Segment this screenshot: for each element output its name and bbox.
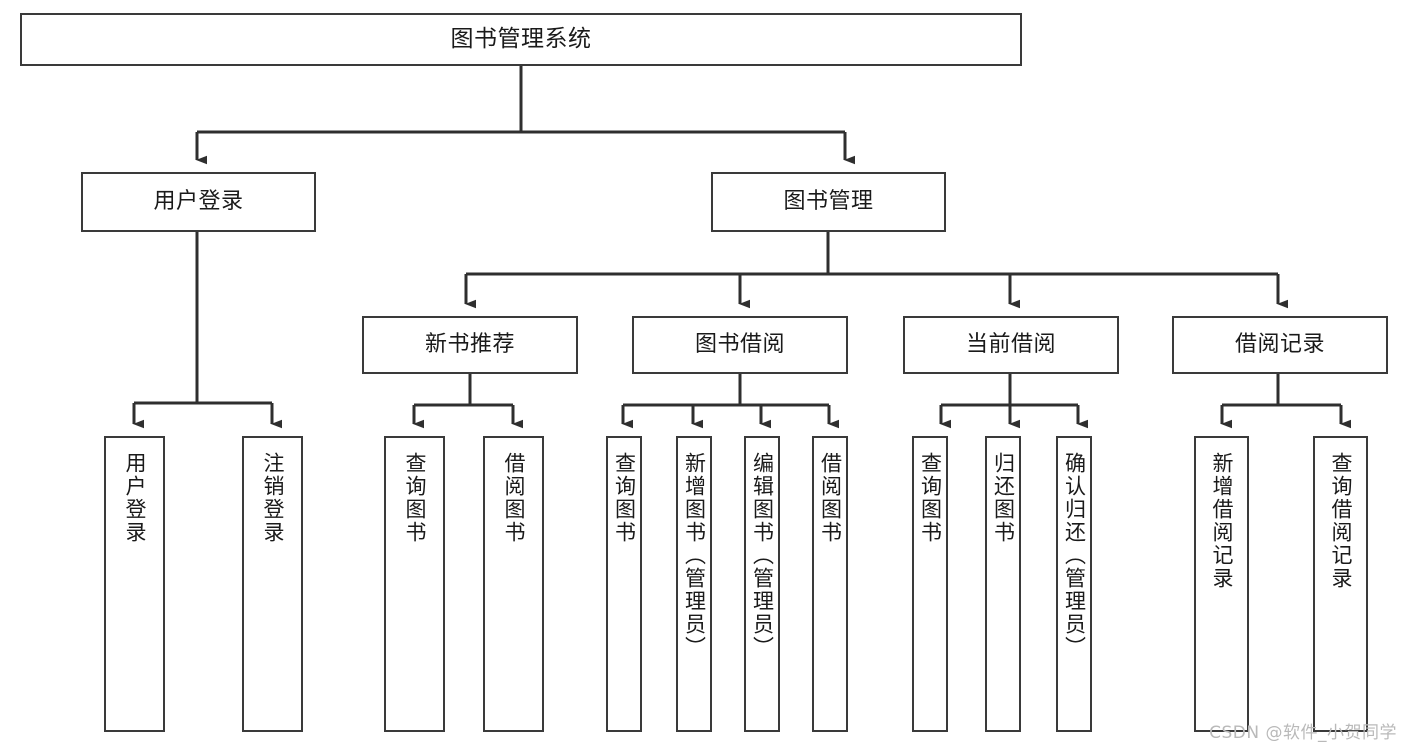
leaf-query-book-2[interactable]: 查询图书	[606, 436, 642, 732]
leaf-query-book-1[interactable]: 查询图书	[384, 436, 445, 732]
node-book-manage-label: 图书管理	[783, 189, 874, 215]
node-current-borrow-label: 当前借阅	[965, 332, 1056, 358]
leaf-query-book-3[interactable]: 查询图书	[912, 436, 948, 732]
leaf-return-book-label: 归还图书	[991, 452, 1016, 544]
node-borrow-record-label: 借阅记录	[1234, 332, 1325, 358]
leaf-add-book-label: 新增图书（管理员）	[682, 452, 707, 659]
leaf-query-record-label: 查询借阅记录	[1329, 452, 1353, 590]
leaf-return-book[interactable]: 归还图书	[985, 436, 1021, 732]
leaf-user-login[interactable]: 用户登录	[104, 436, 165, 732]
node-user-login[interactable]: 用户登录	[81, 172, 316, 232]
leaf-borrow-book-1[interactable]: 借阅图书	[483, 436, 544, 732]
leaf-logout[interactable]: 注销登录	[242, 436, 303, 732]
leaf-query-book-2-label: 查询图书	[612, 452, 637, 544]
node-current-borrow[interactable]: 当前借阅	[903, 316, 1119, 374]
leaf-confirm-return-label: 确认归还（管理员）	[1062, 452, 1087, 659]
node-root[interactable]: 图书管理系统	[20, 13, 1022, 66]
leaf-borrow-book-2-label: 借阅图书	[818, 452, 843, 544]
node-borrow-record[interactable]: 借阅记录	[1172, 316, 1388, 374]
leaf-query-book-3-label: 查询图书	[918, 452, 943, 544]
leaf-user-login-label: 用户登录	[123, 452, 147, 544]
csdn-watermark: CSDN @软件_小贺同学	[1209, 723, 1397, 743]
leaf-add-book[interactable]: 新增图书（管理员）	[676, 436, 712, 732]
leaf-borrow-book-2[interactable]: 借阅图书	[812, 436, 848, 732]
leaf-add-record-label: 新增借阅记录	[1210, 452, 1234, 590]
node-book-borrow-label: 图书借阅	[694, 332, 785, 358]
leaf-add-record[interactable]: 新增借阅记录	[1194, 436, 1249, 732]
leaf-borrow-book-1-label: 借阅图书	[502, 452, 526, 544]
leaf-confirm-return[interactable]: 确认归还（管理员）	[1056, 436, 1092, 732]
leaf-edit-book-label: 编辑图书（管理员）	[750, 452, 775, 659]
node-book-manage[interactable]: 图书管理	[711, 172, 946, 232]
node-new-book-recommend[interactable]: 新书推荐	[362, 316, 578, 374]
leaf-edit-book[interactable]: 编辑图书（管理员）	[744, 436, 780, 732]
leaf-query-book-1-label: 查询图书	[403, 452, 427, 544]
node-user-login-label: 用户登录	[153, 189, 244, 215]
leaf-logout-label: 注销登录	[261, 452, 285, 544]
node-book-borrow[interactable]: 图书借阅	[632, 316, 848, 374]
node-root-label: 图书管理系统	[450, 25, 592, 52]
leaf-query-record[interactable]: 查询借阅记录	[1313, 436, 1368, 732]
node-new-book-recommend-label: 新书推荐	[424, 332, 515, 358]
